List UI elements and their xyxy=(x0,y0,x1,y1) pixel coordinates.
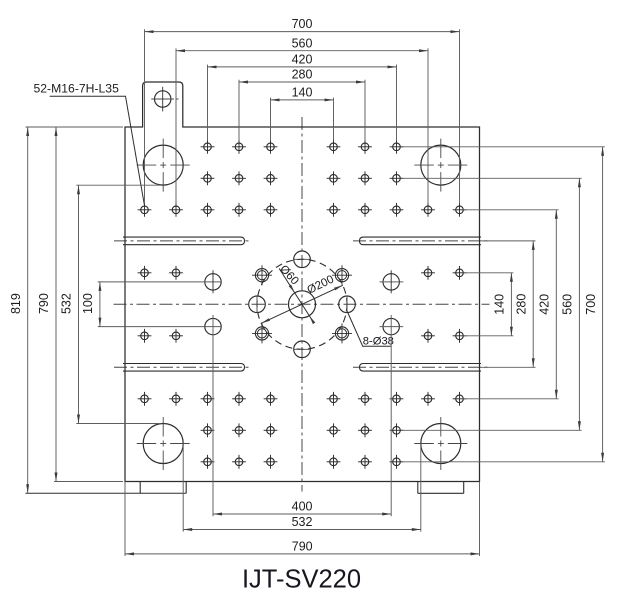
svg-text:700: 700 xyxy=(584,294,598,315)
svg-text:52-M16-7H-L35: 52-M16-7H-L35 xyxy=(34,82,120,96)
svg-text:100: 100 xyxy=(81,293,95,314)
svg-text:140: 140 xyxy=(493,294,507,315)
svg-text:IJT-SV220: IJT-SV220 xyxy=(242,566,361,594)
svg-text:819: 819 xyxy=(9,293,23,314)
svg-text:420: 420 xyxy=(538,294,552,315)
svg-text:700: 700 xyxy=(292,17,313,31)
svg-text:400: 400 xyxy=(292,500,313,514)
svg-text:420: 420 xyxy=(292,53,313,67)
svg-text:280: 280 xyxy=(514,294,528,315)
svg-text:140: 140 xyxy=(292,86,313,100)
svg-text:532: 532 xyxy=(292,515,313,529)
svg-text:8-Ø38: 8-Ø38 xyxy=(363,336,394,348)
svg-text:280: 280 xyxy=(292,68,313,82)
svg-text:532: 532 xyxy=(60,293,74,314)
svg-text:790: 790 xyxy=(292,540,313,554)
svg-text:560: 560 xyxy=(292,36,313,50)
svg-text:560: 560 xyxy=(561,294,575,315)
svg-text:790: 790 xyxy=(37,293,51,314)
